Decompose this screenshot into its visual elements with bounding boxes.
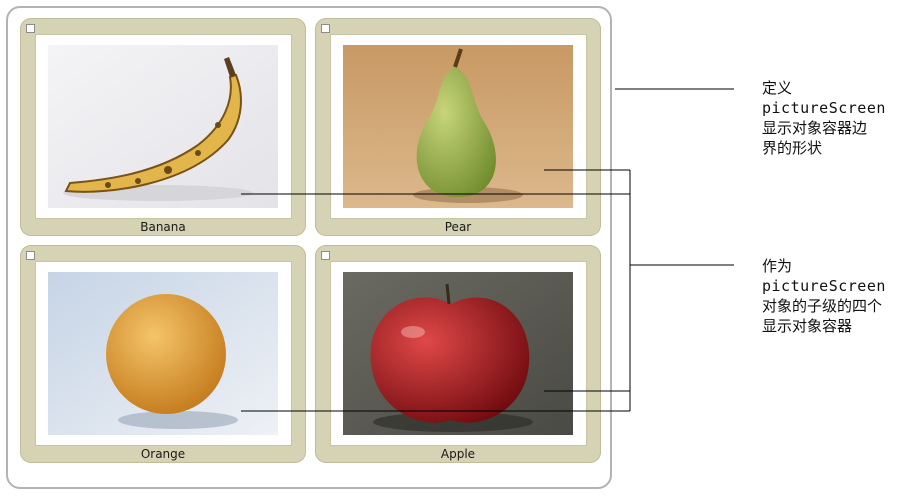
photo-frame [330,261,587,446]
card-caption: Banana [140,220,186,234]
card-caption: Pear [444,220,472,234]
annotation-child-containers: 作为 pictureScreen 对象的子级的四个 显示对象容器 [762,256,886,336]
annotation-text: 对象的子级的四个 [762,297,883,315]
photo-frame [35,261,292,446]
annotation-text: 定义 [762,79,793,97]
card-pear[interactable]: Pear [315,18,601,236]
photo-frame [330,34,587,219]
annotation-code: pictureScreen [762,99,886,117]
checkbox[interactable] [26,251,35,260]
checkbox[interactable] [26,24,35,33]
annotation-text: 作为 [762,257,793,275]
orange-photo [48,272,278,435]
pear-photo [343,45,573,208]
apple-photo [343,272,573,435]
photo-frame [35,34,292,219]
checkbox[interactable] [321,24,330,33]
card-banana[interactable]: Banana [20,18,306,236]
annotation-text: 显示对象容器 [762,317,853,335]
card-caption: Orange [140,447,186,461]
card-caption: Apple [440,447,476,461]
banana-photo [48,45,278,208]
card-orange[interactable]: Orange [20,245,306,463]
annotation-code: pictureScreen [762,277,886,295]
annotation-text: 显示对象容器边 [762,119,868,137]
card-apple[interactable]: Apple [315,245,601,463]
annotation-text: 界的形状 [762,139,823,157]
checkbox[interactable] [321,251,330,260]
annotation-container-shape: 定义 pictureScreen 显示对象容器边 界的形状 [762,78,886,158]
